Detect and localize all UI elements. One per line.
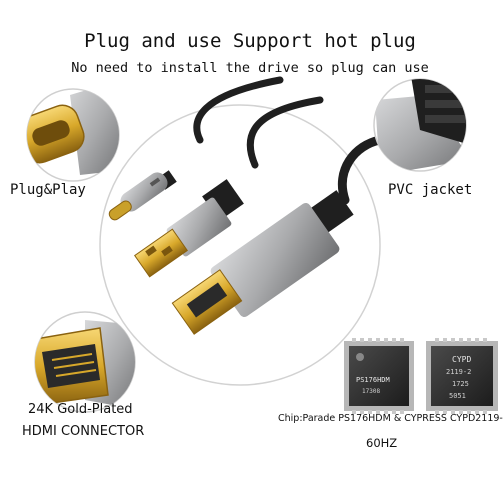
chip-left-text-1: PS176HDM [356,376,390,384]
callout-pvc-jacket: PVC jacket [388,182,473,198]
callout-plug-play: Plug&Play [10,182,86,198]
chip-right-text-1: CYPD [452,355,471,364]
cable-usbc [193,76,284,144]
main-circle [99,104,381,386]
callout-chip-info: Chip:Parade PS176HDM & CYPRESS CYPD2119- [278,413,503,424]
hdmi-connector-main [171,190,354,335]
chip-right-text-4: 5051 [449,392,466,400]
closeup-pvc-jacket [373,78,467,172]
cable-usba [246,96,324,169]
page-subtitle: No need to install the drive so plug can… [71,60,429,76]
chip-right-text-2: 2119-2 [446,368,471,376]
callout-hdmi-connector: HDMI CONNECTOR [22,424,145,439]
chip-left: PS176HDM 17308 [344,338,414,414]
page-title: Plug and use Support hot plug [84,30,416,52]
cable-group [193,76,385,205]
callout-refresh-rate: 60HZ [366,436,398,450]
usb-a-connector [134,179,244,278]
closeup-usbc [26,88,120,182]
chip-left-text-2: 17308 [362,388,380,395]
chip-right-text-3: 1725 [452,380,469,388]
usb-c-connector [108,170,177,221]
callout-gold-plated: 24K Gold-Plated [28,402,133,417]
chip-right: CYPD 2119-2 1725 5051 [426,338,498,414]
cable-hdmi [337,135,385,205]
closeup-hdmi-gold [34,311,136,413]
